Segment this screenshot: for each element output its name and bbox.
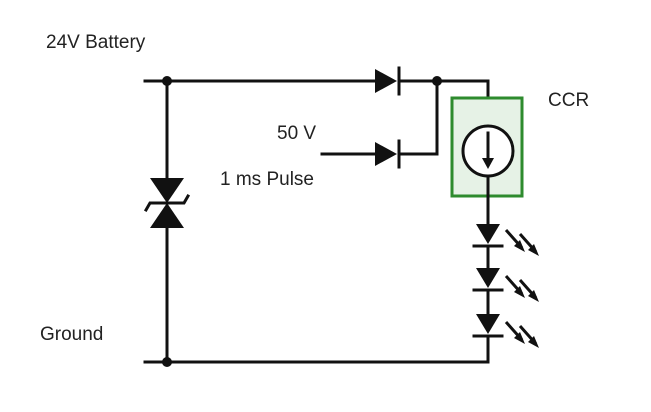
battery-diode-symbol (375, 66, 401, 96)
led-3 (472, 314, 504, 338)
tvs-diode-symbol (143, 178, 191, 228)
pulse-voltage-label: 50 V (277, 123, 316, 144)
ccr-label: CCR (548, 90, 589, 111)
pulse-duration-label: 1 ms Pulse (220, 169, 314, 190)
led-1-emission-arrows (504, 229, 539, 256)
junction-dot (162, 76, 172, 86)
led-2-emission-arrows (504, 275, 539, 302)
led-1 (472, 224, 504, 248)
junction-dot (162, 357, 172, 367)
current-source-symbol (461, 124, 515, 178)
pulse-to-junction-wire (397, 79, 439, 156)
pulse-diode-symbol (375, 139, 401, 169)
ground-label: Ground (40, 324, 103, 345)
battery-label: 24V Battery (46, 32, 146, 53)
led-3-emission-arrows (504, 321, 539, 348)
led-2 (472, 268, 504, 292)
